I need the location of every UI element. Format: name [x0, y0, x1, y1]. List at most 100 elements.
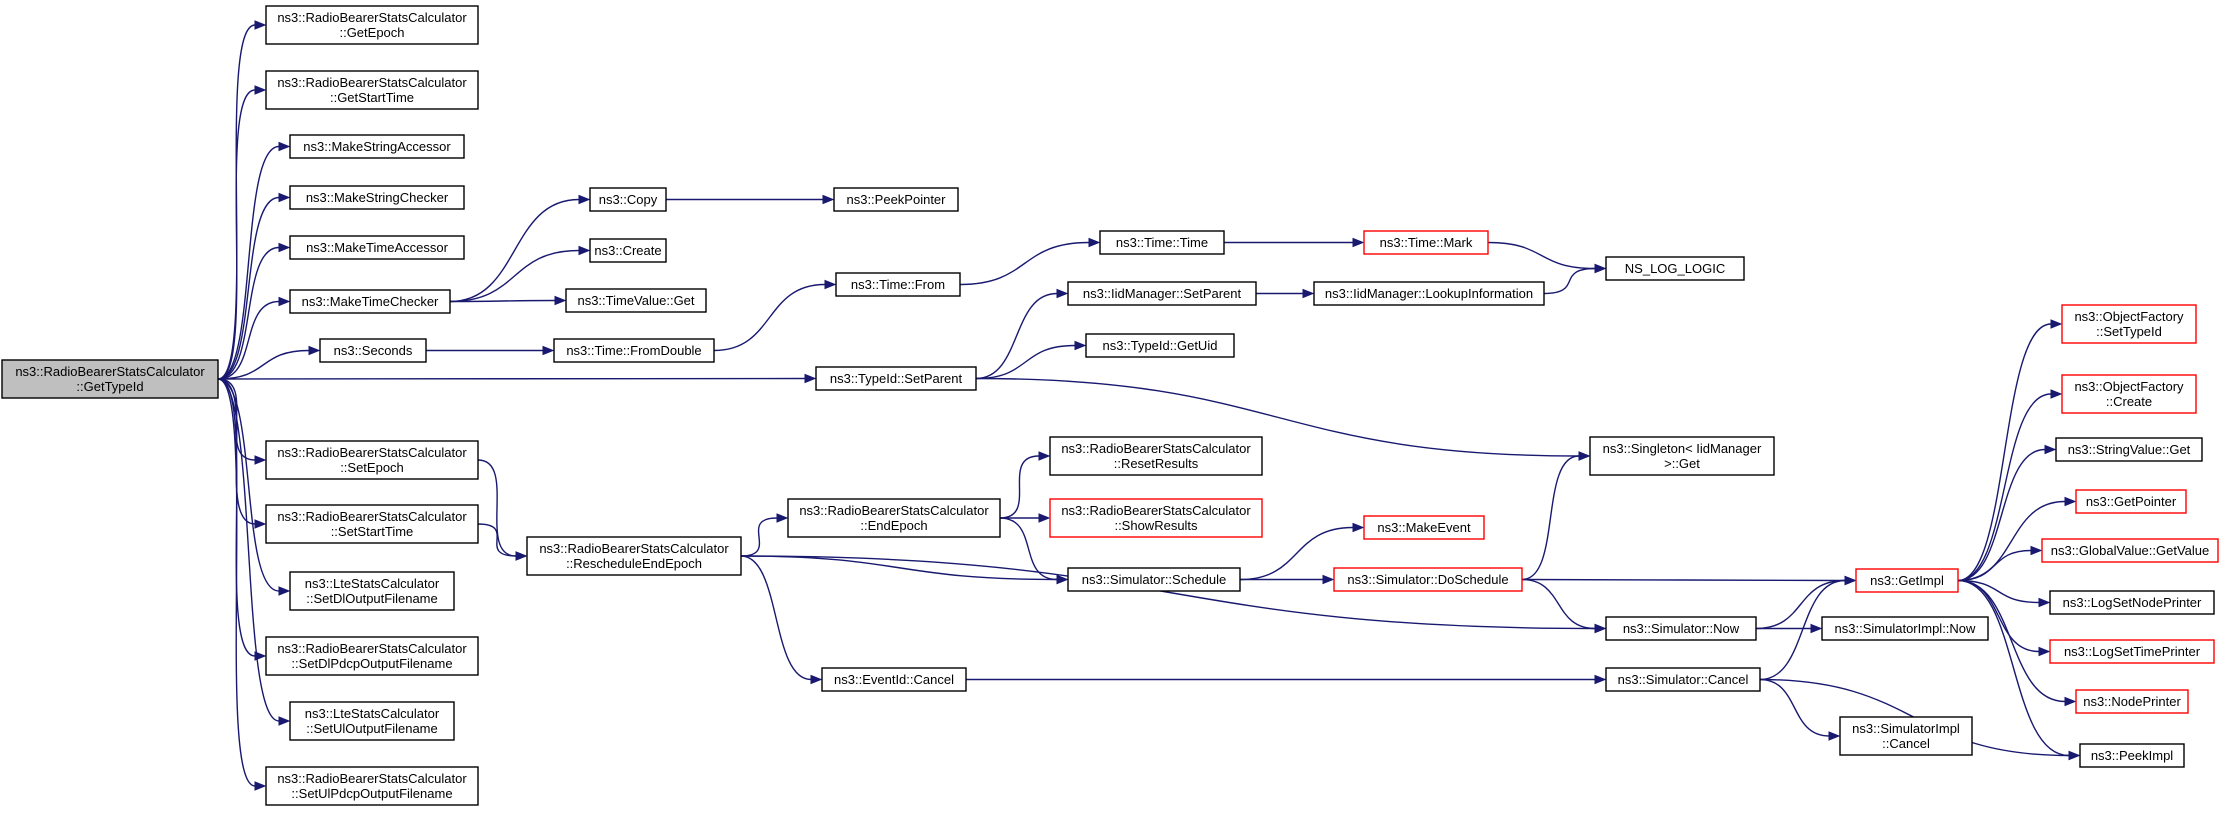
node-ofsettypeid[interactable]: ns3::ObjectFactory::SetTypeId	[2061, 304, 2197, 344]
node-makestringchecker[interactable]: ns3::MakeStringChecker	[289, 185, 465, 210]
edge-setstarttime-to-rescheduleendepoch	[477, 523, 528, 561]
node-getepoch[interactable]: ns3::RadioBearerStatsCalculator::GetEpoc…	[265, 5, 479, 45]
node-timevalueget[interactable]: ns3::TimeValue::Get	[565, 288, 707, 313]
node-typeidgetuid[interactable]: ns3::TypeId::GetUid	[1085, 333, 1235, 358]
edge-line	[1957, 549, 2032, 582]
edge-line	[740, 555, 812, 681]
node-simnow[interactable]: ns3::Simulator::Now	[1605, 616, 1757, 641]
edge-arrowhead	[2030, 545, 2043, 556]
node-box	[1049, 436, 1263, 476]
node-iidmanagersetparent[interactable]: ns3::IidManager::SetParent	[1067, 281, 1257, 306]
edge-arrowhead	[1594, 674, 1607, 685]
edges-layer	[217, 20, 2081, 791]
node-nslog[interactable]: NS_LOG_LOGIC	[1605, 256, 1745, 281]
node-box	[2041, 538, 2219, 563]
edge-arrowhead	[308, 345, 321, 356]
node-setstarttime[interactable]: ns3::RadioBearerStatsCalculator::SetStar…	[265, 504, 479, 544]
node-box	[265, 5, 479, 45]
node-box	[289, 571, 455, 611]
node-peekpointer[interactable]: ns3::PeekPointer	[833, 187, 959, 212]
node-label: ns3::LogSetNodePrinter	[2063, 595, 2202, 610]
node-box	[1589, 436, 1775, 476]
node-label: NS_LOG_LOGIC	[1625, 261, 1725, 276]
node-eventidcancel[interactable]: ns3::EventId::Cancel	[821, 667, 967, 692]
edge-line	[1957, 323, 2052, 582]
node-makestringaccessor[interactable]: ns3::MakeStringAccessor	[289, 134, 465, 159]
node-label: ::SetUlOutputFilename	[306, 721, 438, 736]
node-showresults[interactable]: ns3::RadioBearerStatsCalculator::ShowRes…	[1049, 498, 1263, 538]
edge-line	[449, 299, 556, 303]
edge-arrowhead	[254, 519, 267, 529]
node-getpointer[interactable]: ns3::GetPointer	[2075, 489, 2187, 514]
edge-line	[217, 246, 280, 380]
edge-typeidsetparent-to-iidmanagersetparent	[975, 288, 1069, 380]
edge-arrowhead	[578, 245, 591, 256]
edge-line	[1957, 579, 2066, 703]
edge-line	[1759, 678, 1830, 737]
node-box	[2061, 374, 2197, 414]
edge-rescheduleendepoch-to-eventidcancel	[740, 555, 823, 685]
edge-line	[959, 241, 1090, 286]
node-label: ns3::RadioBearerStatsCalculator	[1061, 503, 1251, 518]
node-setuloutputfilename[interactable]: ns3::LteStatsCalculator::SetUlOutputFile…	[289, 701, 455, 741]
node-setepoch[interactable]: ns3::RadioBearerStatsCalculator::SetEpoc…	[265, 440, 479, 480]
node-endepoch[interactable]: ns3::RadioBearerStatsCalculator::EndEpoc…	[787, 498, 1001, 538]
node-label: ns3::GlobalValue::GetValue	[2051, 543, 2210, 558]
node-getimpl[interactable]: ns3::GetImpl	[1855, 568, 1959, 593]
node-simimplcancel[interactable]: ns3::SimulatorImpl::Cancel	[1839, 716, 1973, 756]
node-timefrom[interactable]: ns3::Time::From	[835, 272, 961, 297]
node-create[interactable]: ns3::Create	[589, 238, 667, 263]
node-logsetnodeprinter[interactable]: ns3::LogSetNodePrinter	[2049, 590, 2215, 615]
node-simcancel[interactable]: ns3::Simulator::Cancel	[1605, 667, 1761, 692]
edge-arrowhead	[278, 192, 291, 203]
node-resetresults[interactable]: ns3::RadioBearerStatsCalculator::ResetRe…	[1049, 436, 1263, 476]
node-globalvalueget[interactable]: ns3::GlobalValue::GetValue	[2041, 538, 2219, 563]
node-singletonget[interactable]: ns3::Singleton< IidManager>::Get	[1589, 436, 1775, 476]
node-timefromdouble[interactable]: ns3::Time::FromDouble	[553, 338, 715, 363]
node-box	[2075, 689, 2189, 714]
node-box	[265, 440, 479, 480]
node-makeevent[interactable]: ns3::MakeEvent	[1363, 515, 1485, 540]
node-simdoschedule[interactable]: ns3::Simulator::DoSchedule	[1333, 567, 1523, 592]
node-iidmanagerlookup[interactable]: ns3::IidManager::LookupInformation	[1313, 281, 1545, 306]
node-root[interactable]: ns3::RadioBearerStatsCalculator::GetType…	[1, 359, 219, 399]
node-setdlpdcpoutputfilename[interactable]: ns3::RadioBearerStatsCalculator::SetDlPd…	[265, 636, 479, 676]
node-logsettimeprinter[interactable]: ns3::LogSetTimePrinter	[2049, 639, 2215, 664]
node-setdloutputfilename[interactable]: ns3::LteStatsCalculator::SetDlOutputFile…	[289, 571, 455, 611]
edge-root-to-makestringchecker	[217, 192, 291, 380]
edge-arrowhead	[1302, 288, 1315, 299]
node-label: ns3::SimulatorImpl::Now	[1835, 621, 1976, 636]
node-copy[interactable]: ns3::Copy	[589, 187, 667, 212]
node-timetime[interactable]: ns3::Time::Time	[1099, 230, 1225, 255]
node-maketimeaccessor[interactable]: ns3::MakeTimeAccessor	[289, 235, 465, 260]
node-simimplnow[interactable]: ns3::SimulatorImpl::Now	[1821, 616, 1989, 641]
edge-arrowhead	[1578, 451, 1591, 461]
node-ofcreate[interactable]: ns3::ObjectFactory::Create	[2061, 374, 2197, 414]
node-nodeprinter[interactable]: ns3::NodePrinter	[2075, 689, 2189, 714]
node-label: ::ShowResults	[1114, 518, 1198, 533]
node-box	[526, 536, 742, 576]
node-simschedule[interactable]: ns3::Simulator::Schedule	[1067, 567, 1241, 592]
edge-line	[449, 249, 580, 303]
edge-arrowhead	[278, 716, 291, 726]
node-stringvalueget[interactable]: ns3::StringValue::Get	[2055, 437, 2203, 462]
node-box	[1821, 616, 1989, 641]
node-typeidsetparent[interactable]: ns3::TypeId::SetParent	[815, 366, 977, 391]
node-label: ns3::MakeTimeChecker	[302, 294, 439, 309]
edge-root-to-makestringaccessor	[217, 141, 291, 380]
node-getstarttime[interactable]: ns3::RadioBearerStatsCalculator::GetStar…	[265, 70, 479, 110]
node-setulpdcpoutputfilename[interactable]: ns3::RadioBearerStatsCalculator::SetUlPd…	[265, 766, 479, 806]
node-rescheduleendepoch[interactable]: ns3::RadioBearerStatsCalculator::Resched…	[526, 536, 742, 576]
edge-line	[1957, 448, 2046, 582]
edge-rescheduleendepoch-to-endepoch	[740, 513, 789, 557]
node-box	[833, 187, 959, 212]
node-peekimpl[interactable]: ns3::PeekImpl	[2079, 743, 2185, 768]
edge-arrowhead	[278, 296, 291, 307]
node-timemark[interactable]: ns3::Time::Mark	[1363, 230, 1489, 255]
node-seconds[interactable]: ns3::Seconds	[319, 338, 427, 363]
node-label: ::Create	[2106, 394, 2152, 409]
node-box	[1855, 568, 1959, 593]
node-maketimechecker[interactable]: ns3::MakeTimeChecker	[289, 289, 451, 314]
node-box	[2079, 743, 2185, 768]
